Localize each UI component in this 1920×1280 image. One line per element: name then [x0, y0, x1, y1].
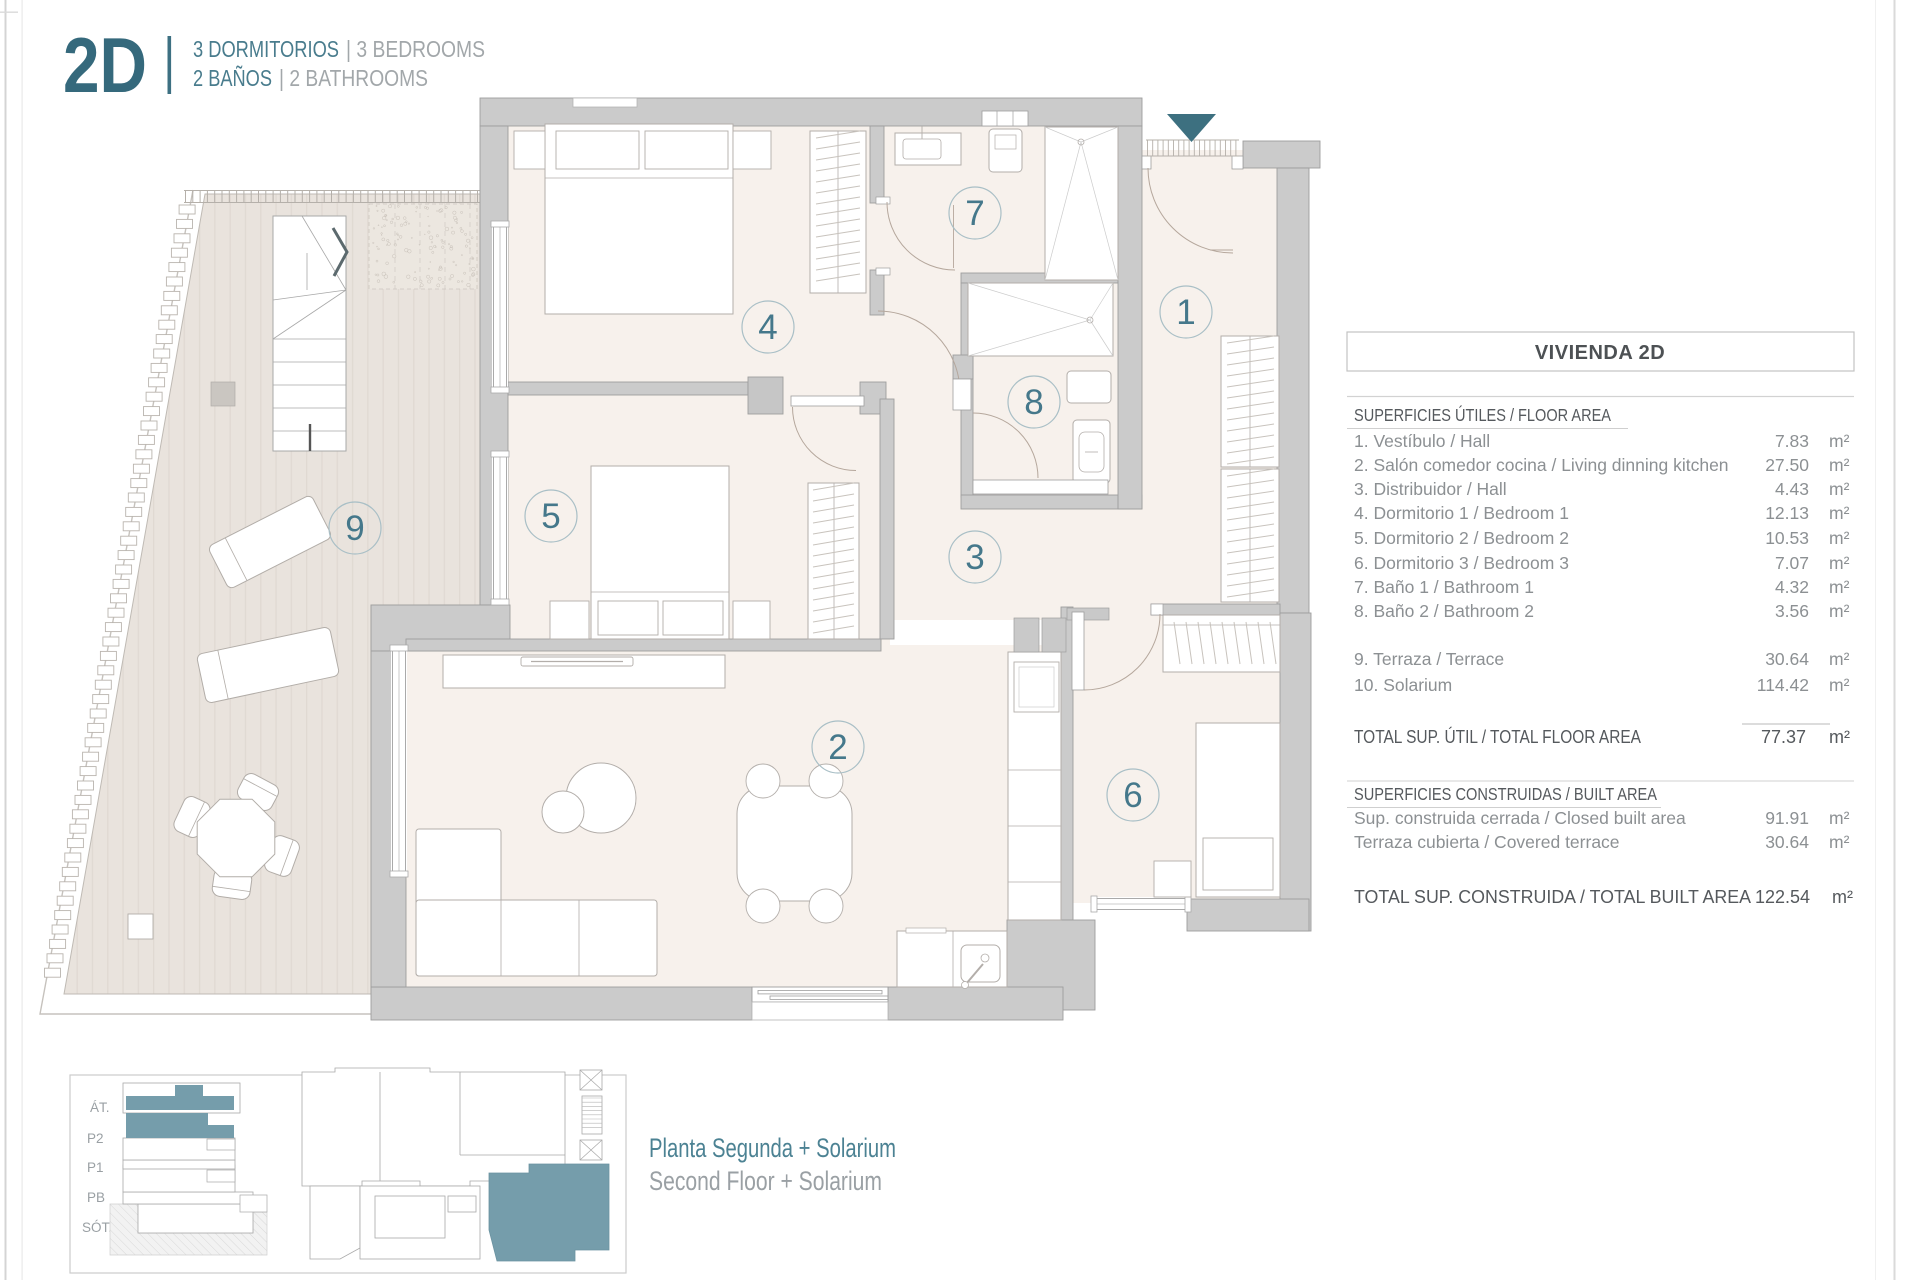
svg-text:4.32: 4.32: [1775, 577, 1809, 597]
svg-text:m²: m²: [1829, 479, 1850, 499]
svg-text:114.42: 114.42: [1757, 675, 1809, 695]
svg-text:ÁT.: ÁT.: [90, 1100, 110, 1115]
svg-text:3.56: 3.56: [1775, 601, 1809, 621]
svg-text:m²: m²: [1829, 577, 1850, 597]
svg-text:m²: m²: [1829, 601, 1850, 621]
svg-text:10.53: 10.53: [1765, 528, 1809, 548]
svg-text:6: 6: [1123, 776, 1142, 815]
svg-text:12.13: 12.13: [1765, 503, 1809, 523]
svg-text:30.64: 30.64: [1765, 832, 1809, 852]
svg-text:3 DORMITORIOS: 3 DORMITORIOS: [193, 36, 339, 62]
svg-text:122.54: 122.54: [1755, 887, 1810, 907]
svg-text:3. Distribuidor / Hall: 3. Distribuidor / Hall: [1354, 479, 1507, 499]
svg-text:m²: m²: [1829, 528, 1850, 548]
svg-text:m²: m²: [1829, 431, 1850, 451]
svg-text:4.43: 4.43: [1775, 479, 1809, 499]
svg-text:3: 3: [965, 538, 984, 577]
svg-text:2D: 2D: [63, 21, 147, 109]
svg-text:27.50: 27.50: [1765, 455, 1809, 475]
svg-text:10. Solarium: 10. Solarium: [1354, 675, 1452, 695]
svg-text:m²: m²: [1829, 455, 1850, 475]
svg-text:P1: P1: [87, 1160, 104, 1175]
svg-text:7: 7: [965, 194, 984, 233]
svg-text:SUPERFICIES CONSTRUIDAS / BUIL: SUPERFICIES CONSTRUIDAS / BUILT AREA: [1354, 784, 1657, 804]
svg-text:m²: m²: [1829, 649, 1850, 669]
svg-text:Second Floor + Solarium: Second Floor + Solarium: [649, 1166, 882, 1196]
svg-text:| 2 BATHROOMS: | 2 BATHROOMS: [279, 65, 428, 91]
svg-text:SÓT.: SÓT.: [82, 1220, 112, 1235]
svg-text:m²: m²: [1832, 887, 1853, 907]
svg-text:m²: m²: [1829, 675, 1850, 695]
svg-text:8. Baño 2 / Bathroom 2: 8. Baño 2 / Bathroom 2: [1354, 601, 1534, 621]
svg-text:2: 2: [828, 728, 847, 767]
svg-text:VIVIENDA 2D: VIVIENDA 2D: [1535, 342, 1665, 364]
svg-text:8: 8: [1024, 383, 1043, 422]
svg-text:5: 5: [541, 497, 560, 536]
svg-text:30.64: 30.64: [1765, 649, 1809, 669]
svg-text:5. Dormitorio 2 / Bedroom 2: 5. Dormitorio 2 / Bedroom 2: [1354, 528, 1569, 548]
svg-text:P2: P2: [87, 1131, 104, 1146]
svg-text:| 3 BEDROOMS: | 3 BEDROOMS: [346, 36, 485, 62]
svg-text:Planta Segunda + Solarium: Planta Segunda + Solarium: [649, 1133, 896, 1163]
svg-text:77.37: 77.37: [1761, 727, 1806, 747]
svg-text:9. Terraza / Terrace: 9. Terraza / Terrace: [1354, 649, 1504, 669]
svg-text:2 BAÑOS: 2 BAÑOS: [193, 65, 272, 91]
svg-text:91.91: 91.91: [1765, 808, 1809, 828]
svg-text:1. Vestíbulo / Hall: 1. Vestíbulo / Hall: [1354, 431, 1490, 451]
svg-text:m²: m²: [1829, 808, 1850, 828]
svg-text:m²: m²: [1829, 503, 1850, 523]
svg-text:7.83: 7.83: [1775, 431, 1809, 451]
svg-text:1: 1: [1176, 293, 1195, 332]
svg-text:9: 9: [345, 509, 364, 548]
svg-text:7.07: 7.07: [1775, 553, 1809, 573]
svg-text:4. Dormitorio 1 / Bedroom 1: 4. Dormitorio 1 / Bedroom 1: [1354, 503, 1569, 523]
svg-text:Sup. construida cerrada / Clos: Sup. construida cerrada / Closed built a…: [1354, 808, 1686, 828]
svg-text:m²: m²: [1829, 832, 1850, 852]
svg-text:2. Salón comedor cocina / Livi: 2. Salón comedor cocina / Living dinning…: [1354, 455, 1729, 475]
svg-text:7. Baño 1 / Bathroom 1: 7. Baño 1 / Bathroom 1: [1354, 577, 1534, 597]
svg-text:m²: m²: [1829, 727, 1850, 747]
svg-text:4: 4: [758, 308, 777, 347]
svg-text:6. Dormitorio 3 / Bedroom 3: 6. Dormitorio 3 / Bedroom 3: [1354, 553, 1569, 573]
svg-text:PB: PB: [87, 1190, 105, 1205]
svg-text:Terraza cubierta / Covered ter: Terraza cubierta / Covered terrace: [1354, 832, 1620, 852]
svg-text:SUPERFICIES ÚTILES / FLOOR ARE: SUPERFICIES ÚTILES / FLOOR AREA: [1354, 404, 1611, 425]
svg-text:TOTAL SUP. CONSTRUIDA / TOTAL: TOTAL SUP. CONSTRUIDA / TOTAL BUILT AREA: [1354, 887, 1751, 907]
svg-text:m²: m²: [1829, 553, 1850, 573]
svg-text:TOTAL SUP. ÚTIL / TOTAL FLOOR: TOTAL SUP. ÚTIL / TOTAL FLOOR AREA: [1354, 726, 1641, 747]
